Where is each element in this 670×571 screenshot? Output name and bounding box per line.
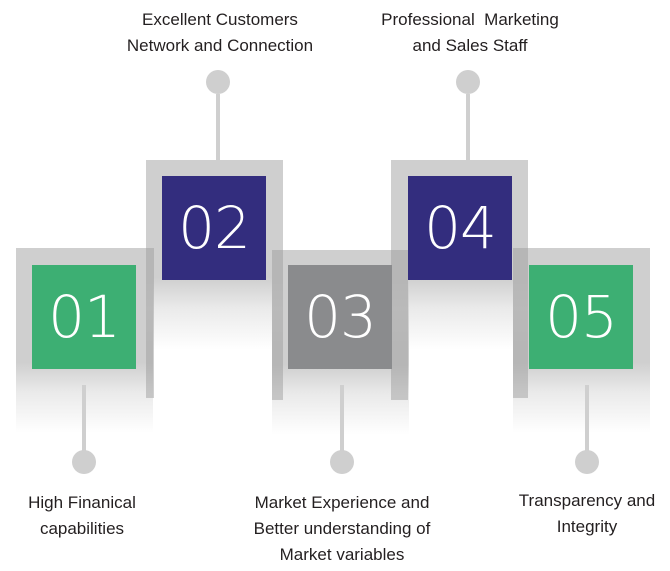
- step-04-badge: 04: [408, 176, 512, 280]
- step-03-number: 03: [304, 283, 377, 351]
- step-05-label: Transparency and Integrity: [518, 491, 656, 536]
- step-02-label: Excellent Customers Network and Connecti…: [126, 10, 314, 55]
- step-01-connector: [82, 385, 86, 461]
- step-02-dot: [206, 70, 230, 94]
- step-01-dot: [72, 450, 96, 474]
- step-03-connector: [340, 385, 344, 461]
- overlap-shade: [146, 248, 154, 398]
- step-02-connector: [216, 94, 220, 160]
- overlap-shade: [272, 250, 283, 400]
- step-01-label: High Finanical capabilities: [28, 493, 136, 538]
- step-04-connector: [466, 94, 470, 160]
- overlap-shade: [391, 250, 408, 400]
- step-04-label: Professional Marketing and Sales Staff: [381, 10, 559, 55]
- step-05-number: 05: [545, 283, 618, 351]
- overlap-shade: [513, 248, 528, 398]
- step-02-badge: 02: [162, 176, 266, 280]
- step-05-badge: 05: [529, 265, 633, 369]
- step-04-number: 04: [424, 194, 497, 262]
- step-01-number: 01: [48, 283, 121, 351]
- step-04-dot: [456, 70, 480, 94]
- step-01-badge: 01: [32, 265, 136, 369]
- step-05-connector: [585, 385, 589, 461]
- step-03-badge: 03: [288, 265, 392, 369]
- step-02-number: 02: [178, 194, 251, 262]
- step-05-dot: [575, 450, 599, 474]
- step-03-label: Market Experience and Better understandi…: [253, 493, 431, 564]
- step-03-dot: [330, 450, 354, 474]
